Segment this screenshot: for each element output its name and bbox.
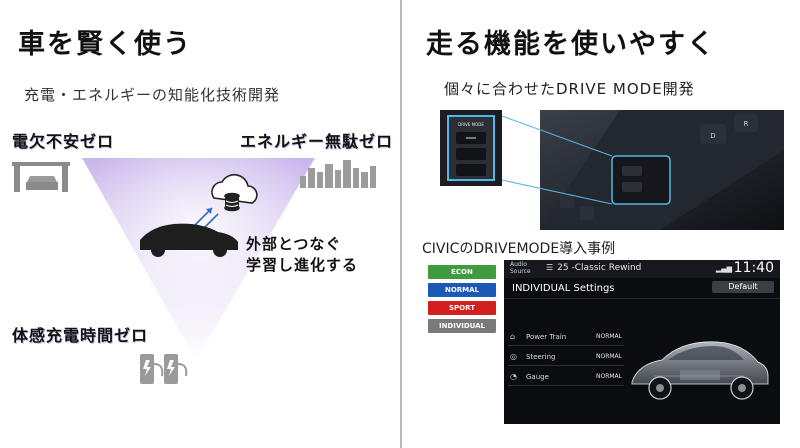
connectivity-line-1: 外部とつなぐ xyxy=(246,235,342,253)
row-divider xyxy=(508,365,624,366)
right-title: 走る機能を使いやすく xyxy=(426,29,716,60)
mode-econ-button[interactable]: ECON xyxy=(428,265,496,279)
radio-icon: ☰ xyxy=(546,263,554,272)
setting-row-steering[interactable]: ◎ Steering NORMAL xyxy=(508,348,624,366)
settings-heading: INDIVIDUAL Settings xyxy=(512,283,615,294)
setting-name: Gauge xyxy=(526,373,549,381)
label-no-battery-anxiety: 電欠不安ゼロ xyxy=(12,132,115,151)
steering-icon: ◎ xyxy=(510,352,517,361)
gauge-icon: ◔ xyxy=(510,372,517,381)
left-title: 車を賢く使う xyxy=(18,29,192,60)
signal-icon: ▂▄▆ xyxy=(715,265,732,273)
row-divider xyxy=(508,385,624,386)
row-divider xyxy=(508,345,624,346)
audio-source-line-1: Audio xyxy=(510,261,528,268)
setting-row-gauge[interactable]: ◔ Gauge NORMAL xyxy=(508,368,624,386)
label-no-energy-waste: エネルギー無駄ゼロ xyxy=(240,132,394,151)
connectivity-text: 外部とつなぐ 学習し進化する xyxy=(246,234,358,276)
car-xray-image xyxy=(631,341,769,400)
infotainment-screen: Audio Source ☰25 -Classic Rewind ▂▄▆ 11:… xyxy=(504,260,780,424)
default-button[interactable]: Default xyxy=(712,281,774,293)
mode-individual-button[interactable]: INDIVIDUAL xyxy=(428,319,496,333)
city-skyline-icon xyxy=(300,160,376,188)
now-playing-track: ☰25 -Classic Rewind xyxy=(546,263,641,273)
right-subtitle: 個々に合わせたDRIVE MODE開発 xyxy=(444,80,695,98)
setting-value: NORMAL xyxy=(595,333,622,340)
audio-source-button[interactable]: Audio Source xyxy=(510,261,531,275)
setting-name: Power Train xyxy=(526,333,567,341)
car-silhouette-icon xyxy=(140,223,238,257)
connectivity-line-2: 学習し進化する xyxy=(246,256,359,274)
left-subtitle: 充電・エネルギーの知能化技術開発 xyxy=(24,86,281,104)
track-label: 25 -Classic Rewind xyxy=(557,263,642,273)
mode-sport-button[interactable]: SPORT xyxy=(428,301,496,315)
civic-example-label: CIVICのDRIVEMODE導入事例 xyxy=(422,241,616,257)
drive-mode-switch-photo: DRIVE MODE D R xyxy=(440,110,784,230)
cloud-database-icon xyxy=(211,173,258,212)
panel-divider xyxy=(400,0,402,448)
ev-charger-icon xyxy=(140,354,188,384)
label-no-charge-time: 体感充電時間ゼロ xyxy=(12,326,149,345)
setting-row-power-train[interactable]: ⌂ Power Train NORMAL xyxy=(508,328,624,346)
screen-status-bar xyxy=(504,260,780,278)
screen-divider xyxy=(504,298,780,299)
setting-name: Steering xyxy=(526,353,556,361)
screen-clock: 11:40 xyxy=(733,260,774,276)
audio-source-line-2: Source xyxy=(510,268,531,275)
garage-icon xyxy=(12,162,70,192)
mode-normal-button[interactable]: NORMAL xyxy=(428,283,496,297)
setting-value: NORMAL xyxy=(595,373,622,380)
svg-text:R: R xyxy=(744,120,749,128)
powertrain-icon: ⌂ xyxy=(510,332,516,341)
setting-value: NORMAL xyxy=(595,353,622,360)
svg-text:D: D xyxy=(710,132,715,140)
energy-triangle-diagram xyxy=(12,158,376,384)
switch-caption-text: DRIVE MODE xyxy=(458,122,484,127)
